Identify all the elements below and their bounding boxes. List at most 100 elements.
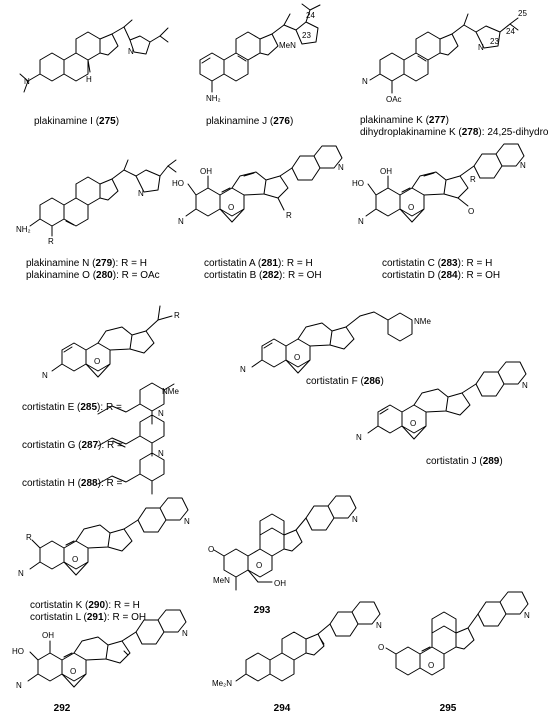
atom-label: N (338, 163, 344, 172)
atom-label: R (470, 175, 476, 184)
caption-279: plakinamine N (279): R = H (26, 258, 147, 269)
atom-label: O (256, 561, 262, 570)
atom-label: N (138, 189, 144, 198)
atom-label: O (378, 643, 384, 652)
atom-label: NH₂ (206, 94, 221, 103)
atom-label: 25 (518, 9, 527, 18)
atom-label: Me₂N (212, 679, 232, 688)
caption-287: cortistatin G (287): R = (22, 440, 123, 451)
structure-277: N OAc N 23 24 25 (362, 9, 527, 104)
caption-293: 293 (253, 605, 271, 616)
caption-290: cortistatin K (290): R = H (30, 600, 140, 611)
atom-label: MeN (213, 576, 230, 585)
atom-label: R (174, 311, 180, 320)
structure-293: O MeN O OH N (208, 495, 358, 591)
caption-282: cortistatin B (282): R = OH (204, 270, 322, 281)
atom-label: O (70, 667, 76, 676)
caption-278: dihydroplakinamine K (278): 24,25-dihydr… (360, 127, 549, 138)
atom-label: NH₂ (16, 225, 31, 234)
atom-label: N (128, 47, 134, 56)
structure-290-291: R N O N (18, 497, 190, 578)
atom-label: 23 (302, 31, 311, 40)
sidechain-288: N (97, 449, 165, 495)
caption-286: cortistatin F (286) (306, 376, 384, 387)
atom-label: N (356, 433, 362, 442)
atom-label: N (520, 161, 526, 170)
atom-label: N (18, 569, 24, 578)
atom-label: N (158, 409, 164, 418)
atom-label: HO (172, 179, 184, 188)
atom-label: N (184, 517, 190, 526)
atom-label: N (478, 43, 484, 52)
structure-292: HO OH N O N (12, 609, 188, 690)
sidechain-287: N (97, 409, 165, 457)
atom-label: OAc (386, 95, 402, 104)
atom-label: OH (274, 579, 286, 588)
caption-291: cortistatin L (291): R = OH (30, 612, 147, 623)
atom-label: O (94, 357, 100, 366)
caption-284: cortistatin D (284): R = OH (382, 270, 501, 281)
atom-label: N (352, 515, 358, 524)
caption-292: 292 (53, 703, 71, 714)
atom-label: O (72, 555, 78, 564)
atom-label: N (24, 77, 30, 86)
structure-283-284: HO OH N O O R N (352, 143, 526, 226)
atom-label: N (16, 681, 22, 690)
structure-286: N O NMe (240, 311, 431, 374)
atom-label: N (362, 77, 368, 86)
structure-276: NH₂ MeN 23 24 (199, 3, 321, 103)
sidechain-285: NMe (97, 382, 179, 425)
caption-276: plakinamine J (276) (206, 116, 294, 127)
atom-label: N (42, 371, 48, 380)
structure-285-core: N O R (42, 305, 180, 380)
atom-label: OH (200, 167, 212, 176)
caption-277: plakinamine K (277) (360, 115, 449, 126)
atom-label: O (228, 203, 234, 212)
atom-label: N (158, 449, 164, 458)
atom-label: N (522, 381, 528, 390)
atom-label: 24 (506, 27, 515, 36)
atom-label: HO (12, 647, 24, 656)
atom-label: O (408, 203, 414, 212)
atom-label: 24 (306, 11, 315, 20)
atom-label: O (410, 419, 416, 428)
structure-279-280: NH₂ R N (16, 159, 177, 246)
caption-275: plakinamine I (275) (34, 116, 120, 127)
structure-289: N O N (356, 361, 528, 442)
atom-label: O (208, 545, 214, 554)
atom-label: N (358, 217, 364, 226)
atom-label: 23 (490, 37, 499, 46)
structure-275: N N H (19, 19, 169, 93)
caption-289: cortistatin J (289) (426, 456, 503, 467)
atom-label: N (178, 217, 184, 226)
caption-294: 294 (273, 703, 291, 714)
atom-label: OH (380, 167, 392, 176)
atom-label: MeN (279, 41, 296, 50)
atom-label: HO (352, 179, 364, 188)
atom-label: H (86, 75, 92, 84)
caption-283: cortistatin C (283): R = H (382, 258, 493, 269)
atom-label: N (524, 611, 530, 620)
atom-label: R (48, 237, 54, 246)
structure-295: O O N (378, 591, 530, 676)
caption-285: cortistatin E (285): R = (22, 402, 122, 413)
caption-295: 295 (439, 703, 457, 714)
atom-label: N (376, 621, 382, 630)
caption-280: plakinamine O (280): R = OAc (26, 270, 160, 281)
atom-label: N (240, 365, 246, 374)
atom-label: O (468, 207, 474, 216)
atom-label: OH (42, 631, 54, 640)
atom-label: R (26, 533, 32, 542)
caption-288: cortistatin H (288): R = (22, 478, 123, 489)
atom-label: O (428, 661, 434, 670)
atom-label: NMe (414, 317, 431, 326)
atom-label: R (286, 211, 292, 220)
structure-294: Me₂N N (212, 601, 382, 688)
atom-label: NMe (162, 387, 179, 396)
structure-281-282: HO OH N O R N (172, 145, 344, 226)
atom-label: O (294, 353, 300, 362)
atom-label: N (182, 629, 188, 638)
caption-281: cortistatin A (281): R = H (204, 258, 313, 269)
